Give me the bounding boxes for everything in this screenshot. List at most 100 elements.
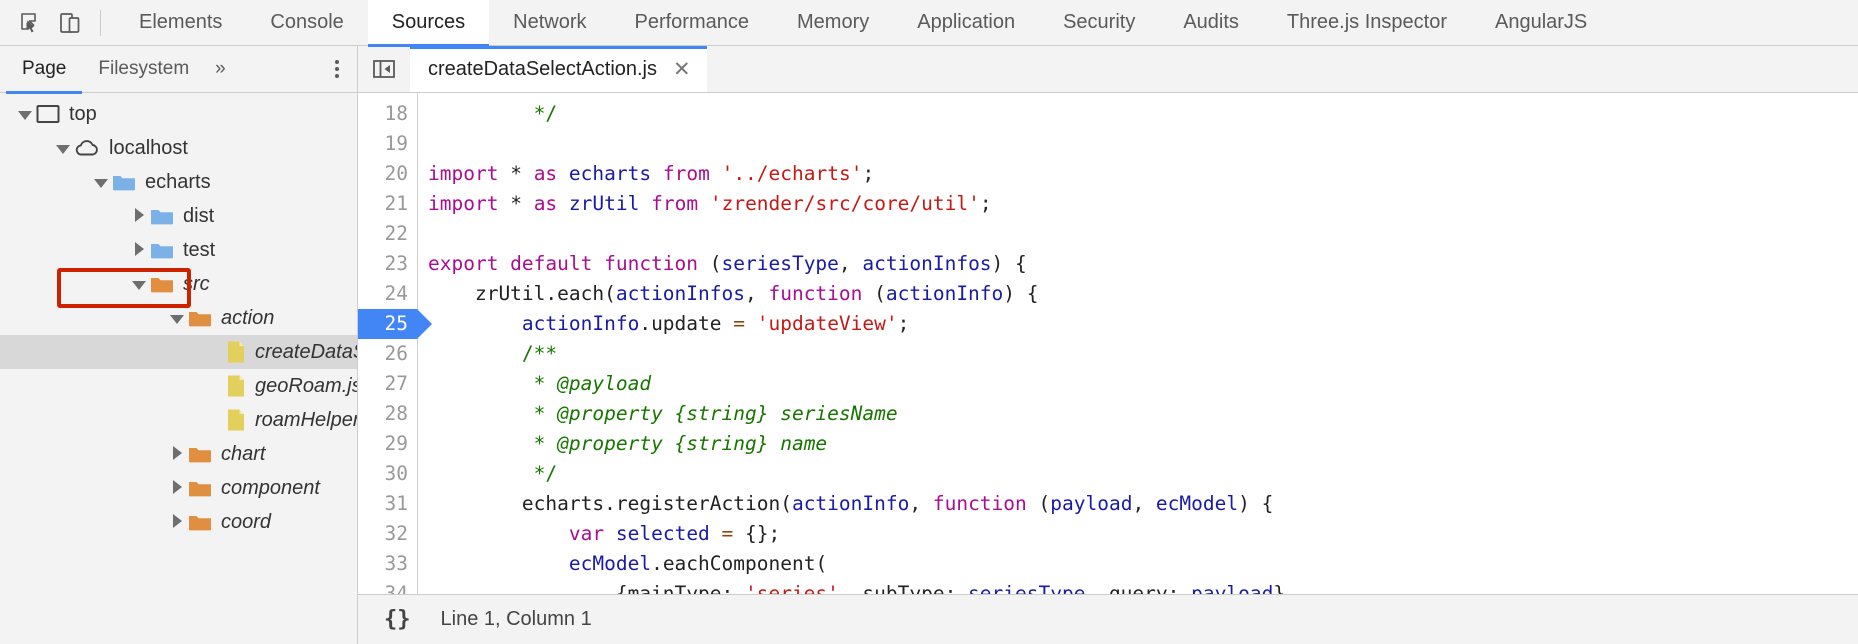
folder-orange-icon (188, 478, 212, 498)
close-icon[interactable]: ✕ (673, 57, 691, 81)
nav-tab-filesystem[interactable]: Filesystem (82, 46, 205, 93)
code-token: {}; (733, 522, 781, 545)
code-line-28[interactable]: * @property {string} seriesName (428, 399, 1858, 429)
chevron-right-icon[interactable] (128, 239, 150, 262)
panel-tab-console[interactable]: Console (246, 0, 367, 46)
panel-tab-elements[interactable]: Elements (115, 0, 246, 46)
kebab-menu-icon[interactable] (335, 60, 339, 78)
panel-tab-security[interactable]: Security (1039, 0, 1159, 46)
code-line-27[interactable]: * @payload (428, 369, 1858, 399)
code-line-31[interactable]: echarts.registerAction(actionInfo, funct… (428, 489, 1858, 519)
tree-item-chart[interactable]: chart (0, 437, 357, 471)
line-number-gutter[interactable]: 181920212223242526272829303132333435 (358, 93, 432, 594)
panel-tab-memory[interactable]: Memory (773, 0, 893, 46)
tree-item-dist[interactable]: dist (0, 199, 357, 233)
tree-item-coord[interactable]: coord (0, 505, 357, 539)
line-number-20[interactable]: 20 (384, 162, 408, 185)
line-number-33[interactable]: 33 (384, 552, 408, 575)
code-token: * @payload (533, 372, 652, 395)
chevron-right-icon[interactable] (166, 511, 188, 534)
tree-item-test[interactable]: test (0, 233, 357, 267)
code-line-23[interactable]: export default function (seriesType, act… (428, 249, 1858, 279)
line-number-31[interactable]: 31 (384, 492, 408, 515)
folder-orange-icon (150, 274, 174, 294)
line-number-28[interactable]: 28 (384, 402, 408, 425)
line-number-32[interactable]: 32 (384, 522, 408, 545)
code-line-30[interactable]: */ (428, 459, 1858, 489)
code-content[interactable]: */ import * as echarts from '../echarts'… (418, 93, 1858, 594)
code-editor[interactable]: 181920212223242526272829303132333435 */ … (358, 93, 1858, 594)
device-toolbar-icon[interactable] (50, 3, 90, 43)
panel-tab-application[interactable]: Application (893, 0, 1039, 46)
chevron-down-icon[interactable] (90, 171, 112, 194)
tree-item-localhost[interactable]: localhost (0, 131, 357, 165)
show-navigator-icon[interactable] (358, 46, 410, 92)
code-token: import (428, 192, 499, 215)
code-line-29[interactable]: * @property {string} name (428, 429, 1858, 459)
chevron-right-icon[interactable] (166, 477, 188, 500)
code-line-19[interactable] (428, 129, 1858, 159)
code-line-26[interactable]: /** (428, 339, 1858, 369)
code-line-18[interactable]: */ (428, 99, 1858, 129)
code-line-20[interactable]: import * as echarts from '../echarts'; (428, 159, 1858, 189)
more-tabs-chevron-icon[interactable]: » (215, 58, 226, 79)
inspect-element-icon[interactable] (10, 3, 50, 43)
code-token: * (498, 192, 534, 215)
chevron-down-icon[interactable] (166, 307, 188, 330)
line-number-24[interactable]: 24 (384, 282, 408, 305)
code-line-33[interactable]: ecModel.eachComponent( (428, 549, 1858, 579)
code-token: actionInfo (521, 312, 640, 335)
editor-tab-createdataselectaction[interactable]: createDataSelectAction.js ✕ (410, 46, 707, 92)
tree-item-echarts[interactable]: echarts (0, 165, 357, 199)
code-token: * @property {string} name (533, 432, 828, 455)
line-number-27[interactable]: 27 (384, 372, 408, 395)
line-number-34[interactable]: 34 (384, 582, 408, 594)
tree-item-top[interactable]: top (0, 97, 357, 131)
code-token: = (721, 522, 734, 545)
tree-item-georoam-js[interactable]: geoRoam.js (0, 369, 357, 403)
code-token: */ (533, 102, 558, 125)
code-token (428, 432, 534, 455)
code-token: actionInfos (862, 252, 992, 275)
code-line-22[interactable] (428, 219, 1858, 249)
nav-tab-page[interactable]: Page (6, 46, 83, 94)
tree-item-src[interactable]: src (0, 267, 357, 308)
panel-tab-performance[interactable]: Performance (611, 0, 774, 46)
chevron-down-icon[interactable] (14, 103, 36, 126)
chevron-down-icon[interactable] (128, 273, 150, 296)
chevron-down-icon[interactable] (52, 137, 74, 160)
panel-tab-audits[interactable]: Audits (1159, 0, 1263, 46)
folder-orange-icon (188, 512, 212, 532)
tree-item-component[interactable]: component (0, 471, 357, 505)
tree-item-roamhelper-js[interactable]: roamHelper.js (0, 403, 357, 437)
line-number-25[interactable]: 25 (358, 309, 432, 339)
line-number-18[interactable]: 18 (384, 102, 408, 125)
code-line-32[interactable]: var selected = {}; (428, 519, 1858, 549)
line-number-23[interactable]: 23 (384, 252, 408, 275)
code-line-24[interactable]: zrUtil.each(actionInfos, function (actio… (428, 279, 1858, 309)
line-number-26[interactable]: 26 (384, 342, 408, 365)
tree-item-createdataselectaction-js[interactable]: createDataSelectAction.js (0, 335, 357, 369)
panel-tab-sources[interactable]: Sources (367, 0, 490, 47)
line-number-22[interactable]: 22 (384, 222, 408, 245)
line-number-19[interactable]: 19 (384, 132, 408, 155)
chevron-right-icon[interactable] (166, 443, 188, 466)
panel-tab-angularjs[interactable]: AngularJS (1471, 0, 1611, 46)
code-line-21[interactable]: import * as zrUtil from 'zrender/src/cor… (428, 189, 1858, 219)
editor-pane: createDataSelectAction.js ✕ 18 19 20 21 22 23… (358, 46, 1858, 644)
nav-tab-page-label: Page (22, 58, 67, 79)
code-token (428, 462, 534, 485)
code-line-25[interactable]: actionInfo.update = 'updateView'; (428, 309, 1858, 339)
line-number-21[interactable]: 21 (384, 192, 408, 215)
pretty-print-button[interactable]: {} (384, 607, 411, 632)
code-line-34[interactable]: {mainType: 'series', subType: seriesType… (428, 579, 1858, 594)
line-number-29[interactable]: 29 (384, 432, 408, 455)
code-token: ecModel (1155, 492, 1239, 515)
panel-tab-network[interactable]: Network (489, 0, 610, 46)
chevron-right-icon[interactable] (128, 205, 150, 228)
tree-item-action[interactable]: action (0, 301, 357, 335)
code-token: as (533, 192, 558, 215)
panel-tab-three-js-inspector[interactable]: Three.js Inspector (1263, 0, 1471, 46)
code-token: actionInfo (791, 492, 910, 515)
line-number-30[interactable]: 30 (384, 462, 408, 485)
